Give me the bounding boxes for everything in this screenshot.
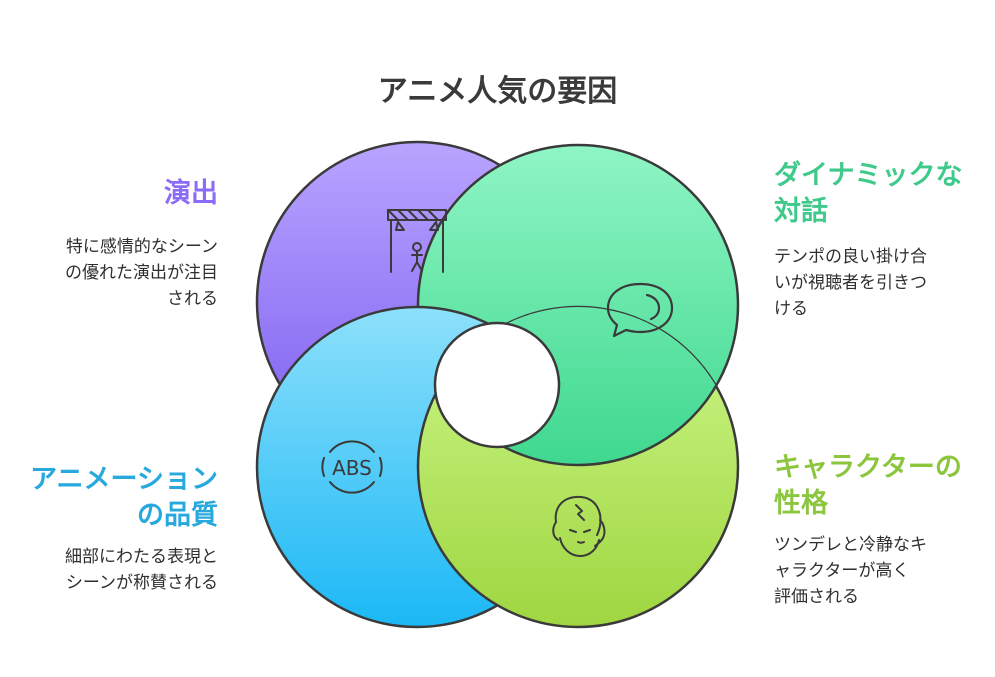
desc-directing: 特に感情的なシーン の優れた演出が注目 される [65,234,218,312]
label-directing-line: 演出 [164,178,218,209]
center-hole [433,321,561,449]
desc-dialogue: テンポの良い掛け合 いが視聴者を引きつ ける [774,244,927,322]
desc-dialogue-line-1: テンポの良い掛け合 [774,247,927,267]
label-dialogue-line-1: ダイナミックな [774,160,963,191]
label-dialogue: ダイナミックな 対話 [774,158,962,230]
label-animation-line-2: の品質 [137,500,218,531]
desc-animation-line-1: 細部にわたる表現と [65,547,218,567]
abs-quality-icon: ABS [321,440,383,494]
svg-text:ABS: ABS [332,456,372,480]
character-face-icon [552,495,606,557]
stage-spotlight-icon [387,209,447,273]
label-character-line-1: キャラクターの [774,452,962,483]
label-directing: 演出 [164,176,218,212]
desc-character-line-3: 評価される [774,587,859,607]
desc-character-line-1: ツンデレと冷静なキ [774,535,927,555]
label-animation: アニメーション の品質 [30,462,218,534]
desc-character: ツンデレと冷静なキ ャラクターが高く 評価される [774,532,927,610]
desc-dialogue-line-2: いが視聴者を引きつ [774,273,927,293]
desc-directing-line-3: される [167,289,218,309]
speech-bubble-icon [606,282,674,338]
label-dialogue-line-2: 対話 [774,196,828,227]
desc-dialogue-line-3: ける [774,299,808,319]
label-animation-line-1: アニメーション [30,464,218,495]
desc-directing-line-1: 特に感情的なシーン [65,237,218,257]
desc-animation: 細部にわたる表現と シーンが称賛される [65,544,218,596]
label-character: キャラクターの 性格 [774,450,962,522]
desc-directing-line-2: の優れた演出が注目 [65,263,218,283]
page-title: アニメ人気の要因 [377,74,618,109]
label-character-line-2: 性格 [774,488,828,519]
desc-animation-line-2: シーンが称賛される [65,573,218,593]
desc-character-line-2: ャラクターが高く [774,561,910,581]
